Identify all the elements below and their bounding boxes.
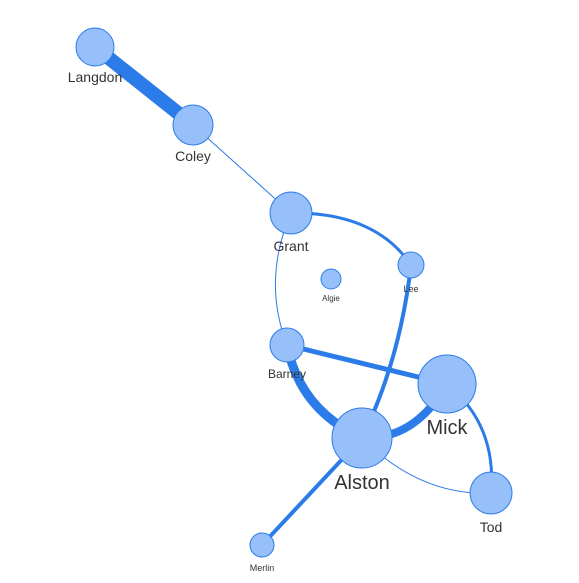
node-label-algie: Algie (322, 294, 340, 303)
node-lee[interactable] (397, 251, 425, 279)
node-grant[interactable] (269, 191, 313, 235)
node-alston[interactable] (331, 407, 393, 469)
node-barney[interactable] (269, 327, 305, 363)
edges-layer (88, 40, 494, 547)
node-label-grant: Grant (273, 238, 308, 254)
node-tod[interactable] (469, 471, 513, 515)
node-merlin[interactable] (249, 532, 275, 558)
node-coley[interactable] (172, 104, 214, 146)
edge-langdon-coley[interactable] (88, 40, 200, 132)
node-algie[interactable] (320, 268, 342, 290)
node-label-coley: Coley (175, 148, 211, 164)
node-label-alston: Alston (334, 472, 390, 494)
node-label-lee: Lee (403, 284, 418, 294)
node-mick[interactable] (417, 354, 477, 414)
node-label-mick: Mick (426, 417, 468, 439)
node-langdon[interactable] (75, 27, 115, 67)
edge-coley-grant[interactable] (192, 124, 292, 214)
node-label-tod: Tod (480, 519, 503, 535)
node-label-barney: Barney (268, 367, 306, 381)
node-label-langdon: Langdon (68, 69, 123, 85)
nodes-layer (75, 27, 513, 558)
node-label-merlin: Merlin (250, 563, 275, 573)
